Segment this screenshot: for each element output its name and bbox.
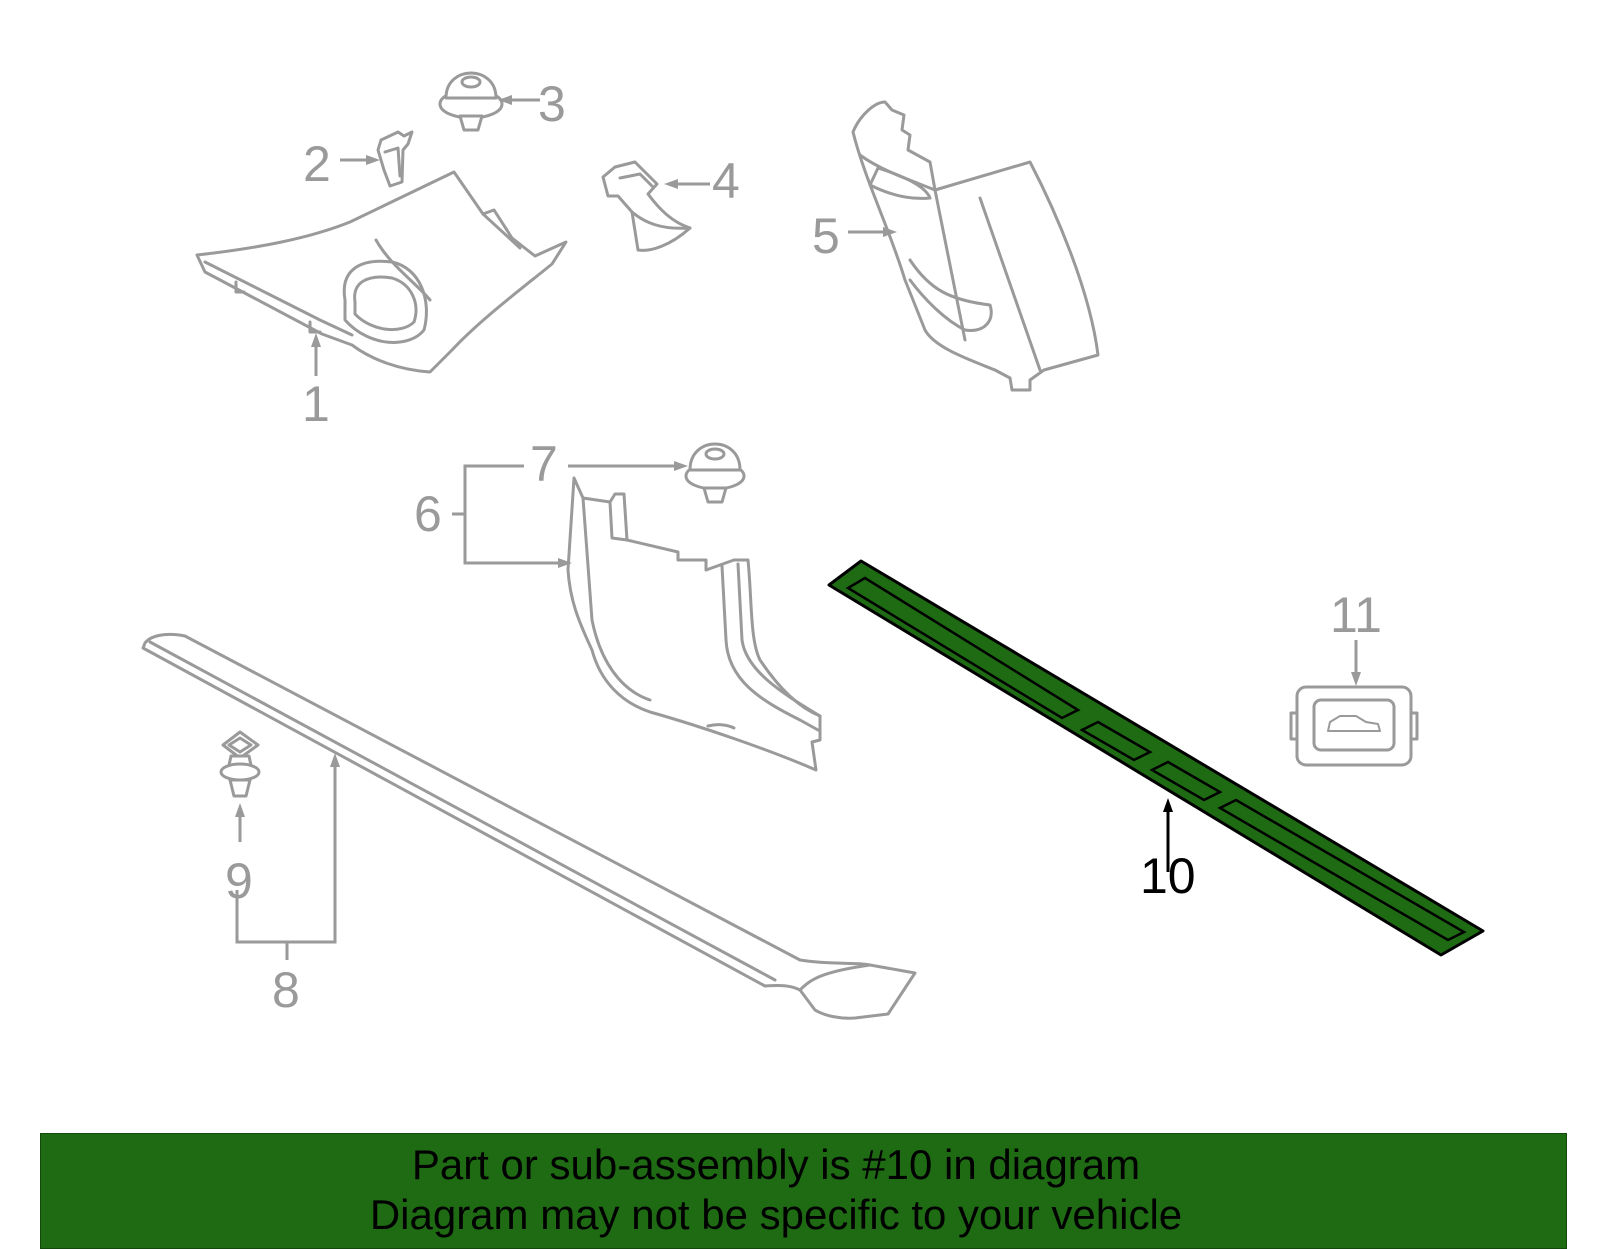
callout-4: 4 bbox=[712, 153, 740, 209]
callout-5: 5 bbox=[812, 208, 840, 264]
part-4-bracket[interactable] bbox=[601, 160, 692, 252]
part-1-upper-trim[interactable] bbox=[195, 170, 568, 374]
banner-part-note: Part or sub-assembly is #10 in diagram bbox=[411, 1141, 1141, 1188]
part-6-lower-trim[interactable] bbox=[566, 476, 822, 772]
banner-disclaimer: Diagram may not be specific to your vehi… bbox=[369, 1191, 1183, 1238]
leader-10-active bbox=[1163, 798, 1173, 872]
callout-3: 3 bbox=[538, 76, 566, 132]
part-5-pillar-trim[interactable] bbox=[851, 100, 1100, 392]
part-9-clip[interactable] bbox=[219, 730, 261, 798]
callout-2: 2 bbox=[303, 136, 331, 192]
part-11-switch[interactable] bbox=[1289, 685, 1419, 767]
callout-11: 11 bbox=[1330, 587, 1382, 643]
callout-7: 7 bbox=[530, 436, 558, 492]
part-8-sill-trim[interactable] bbox=[141, 632, 917, 1020]
leader-lines bbox=[235, 95, 1361, 960]
info-banner: Part or sub-assembly is #10 in diagram D… bbox=[40, 1133, 1567, 1249]
callout-9: 9 bbox=[225, 853, 253, 909]
part-3-push-pin[interactable] bbox=[438, 71, 504, 132]
callout-10: 10 bbox=[1140, 848, 1196, 904]
part-10-scuff-plate-highlighted[interactable] bbox=[827, 559, 1485, 957]
part-2-clip[interactable] bbox=[376, 130, 414, 188]
part-7-push-pin[interactable] bbox=[684, 442, 746, 504]
callout-6: 6 bbox=[414, 486, 442, 542]
callout-8: 8 bbox=[272, 962, 300, 1018]
callout-1: 1 bbox=[302, 376, 330, 432]
